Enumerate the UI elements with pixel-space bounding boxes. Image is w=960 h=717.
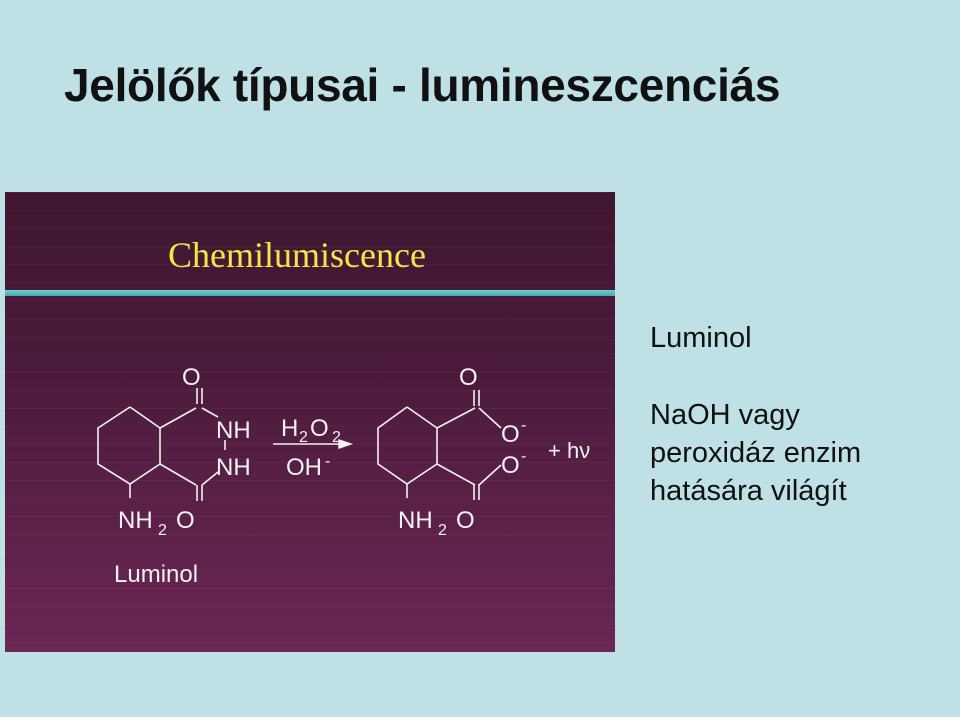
description-line: peroxidáz enzim: [650, 437, 862, 469]
reagent-oh: OH: [286, 454, 322, 481]
description-line: hatására világít: [650, 475, 847, 507]
panel-title: Chemilumiscence: [168, 235, 426, 275]
reaction-arrow: [273, 439, 354, 449]
product-atom-o-minus: O: [501, 421, 520, 448]
plus-photon: + hν: [548, 438, 590, 463]
product-ring-bond: [377, 406, 438, 485]
luminol-caption: Luminol: [114, 561, 198, 588]
reactant-atom-o-top: O: [182, 364, 201, 391]
luminol-heading: Luminol: [650, 322, 752, 354]
reactant-atom-nh: NH: [216, 417, 251, 444]
panel-divider: [5, 290, 615, 296]
product-bond: [436, 463, 476, 486]
slide-title: Jelölők típusai - lumineszcenciás: [64, 59, 781, 111]
reactant-bond: [159, 407, 197, 429]
reactant-ring-bond: [97, 406, 161, 485]
reagent-o-subscript: 2: [332, 429, 341, 446]
reaction-scheme: O NH NH NH 2 O Luminol H 2 O 2 OH -: [97, 364, 590, 588]
luminol-description: NaOH vagy peroxidáz enzim hatására világ…: [650, 396, 861, 510]
reagent-h-subscript: 2: [299, 429, 308, 446]
product-bond: [478, 464, 502, 486]
product-structure: [377, 390, 502, 500]
product-charge: -: [521, 417, 526, 434]
reactant-atom-nh: NH: [216, 454, 251, 481]
product-subscript: 2: [438, 522, 447, 539]
chemiluminescence-panel: Chemilumiscence O NH NH NH: [5, 192, 615, 652]
luminol-structure: [97, 388, 226, 501]
product-atom-nh2: NH: [398, 507, 433, 534]
product-atom-o-minus: O: [501, 452, 520, 479]
product-atom-o-bottom: O: [456, 507, 475, 534]
reactant-atom-o-bottom: O: [176, 507, 195, 534]
product-atom-o-top: O: [459, 364, 478, 391]
product-charge: -: [521, 448, 526, 465]
reactant-ring-bond: [129, 406, 161, 429]
product-ring-bond: [406, 406, 438, 429]
reactant-atom-nh2: NH: [118, 507, 153, 534]
reactant-bond: [201, 471, 219, 486]
reactant-subscript: 2: [158, 522, 167, 539]
description-line: NaOH vagy: [650, 399, 800, 431]
reactant-bond: [159, 463, 197, 486]
product-bond: [436, 407, 476, 429]
product-bond: [478, 407, 502, 429]
reactant-bond: [201, 407, 219, 418]
reagent-h: H: [281, 415, 298, 442]
reagent-o: O: [310, 415, 329, 442]
reagent-oh-superscript: -: [325, 453, 330, 470]
